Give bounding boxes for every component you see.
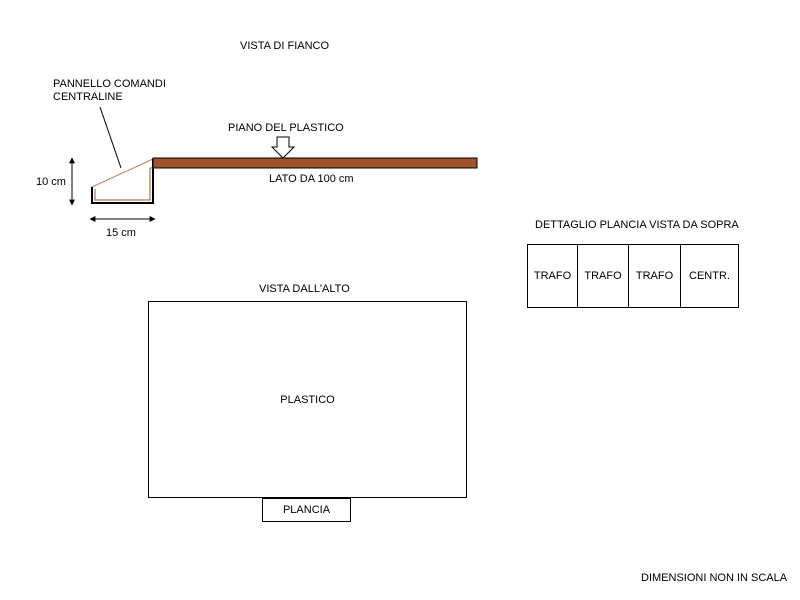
side-view-title: VISTA DI FIANCO xyxy=(240,40,330,52)
height-dimension-label: 10 cm xyxy=(36,176,66,188)
detail-cell: CENTR. xyxy=(680,244,739,308)
detail-cell: TRAFO xyxy=(577,244,629,308)
control-panel-label: PANNELLO COMANDI CENTRALINE xyxy=(53,78,166,103)
console-box: PLANCIA xyxy=(262,498,351,522)
plane-down-arrow xyxy=(270,136,296,159)
console-bracket-inner xyxy=(94,167,156,201)
width-dimension-label: 15 cm xyxy=(106,227,136,239)
detail-cell-label: TRAFO xyxy=(584,270,622,282)
detail-cell: TRAFO xyxy=(628,244,681,308)
panel-leader-line xyxy=(99,106,122,169)
detail-title: DETTAGLIO PLANCIA VISTA DA SOPRA xyxy=(535,219,739,231)
side-length-label: LATO DA 100 cm xyxy=(269,173,354,185)
detail-cell-label: CENTR. xyxy=(689,270,730,282)
not-to-scale-note: DIMENSIONI NON IN SCALA xyxy=(641,572,788,584)
layout-plane-board xyxy=(152,157,478,169)
detail-cell-label: TRAFO xyxy=(533,270,572,282)
detail-cell: TRAFO xyxy=(527,244,578,308)
layout-box-label: PLASTICO xyxy=(280,393,335,406)
detail-cell-label: TRAFO xyxy=(635,270,674,282)
top-view-title: VISTA DALL'ALTO xyxy=(259,283,350,295)
console-bracket xyxy=(91,159,154,204)
console-box-label: PLANCIA xyxy=(282,504,331,516)
control-panel-slope xyxy=(91,158,154,188)
layout-plane-label: PIANO DEL PLASTICO xyxy=(228,122,344,134)
layout-box: PLASTICO xyxy=(148,301,467,498)
